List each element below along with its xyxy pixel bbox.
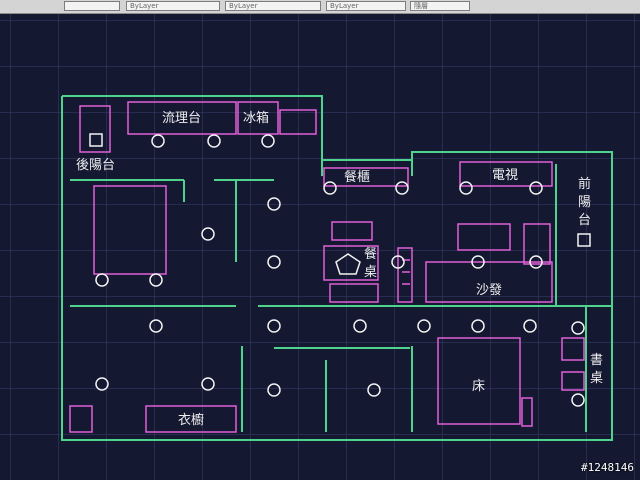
label-desk-1: 書 bbox=[590, 353, 603, 368]
cad-toolbar: ByLayer ByLayer ByLayer 隨層 bbox=[0, 0, 640, 14]
label-front-balcony-3: 台 bbox=[578, 213, 591, 228]
fridge-box bbox=[237, 101, 279, 135]
label-cabinet: 餐櫃 bbox=[344, 169, 370, 185]
cabinet-box bbox=[323, 167, 409, 187]
label-dining-table-1: 餐 bbox=[364, 246, 377, 262]
label-back-balcony: 後陽台 bbox=[76, 158, 115, 173]
bench-top bbox=[331, 221, 373, 241]
label-dining-table-2: 桌 bbox=[364, 265, 377, 280]
label-desk-2: 桌 bbox=[590, 371, 603, 386]
table-pentagon bbox=[335, 253, 361, 275]
side-cabinet bbox=[279, 109, 317, 135]
dining-table bbox=[323, 245, 379, 281]
plotstyle-dropdown[interactable]: 隨層 bbox=[410, 1, 470, 11]
desk-chair-bottom bbox=[561, 371, 585, 391]
laundry-box bbox=[79, 105, 111, 153]
grid-background bbox=[0, 14, 640, 480]
lower-left-cabinet bbox=[69, 405, 93, 433]
outlets bbox=[89, 133, 591, 247]
label-fridge: 冰箱 bbox=[243, 110, 269, 126]
toolbar-field-1[interactable] bbox=[64, 1, 120, 11]
tv-stand bbox=[459, 161, 553, 187]
light-fixtures bbox=[95, 134, 585, 407]
armchair bbox=[457, 223, 511, 251]
watermark: #1248146 bbox=[581, 461, 634, 474]
desk-chair-top bbox=[561, 337, 585, 361]
kitchen-counter bbox=[127, 101, 237, 135]
label-front-balcony-2: 陽 bbox=[578, 195, 591, 210]
bench-bottom bbox=[329, 283, 379, 303]
lineweight-dropdown[interactable]: ByLayer bbox=[326, 1, 406, 11]
label-tv: 電視 bbox=[492, 168, 518, 183]
bed-upper bbox=[93, 185, 167, 275]
furniture bbox=[69, 101, 585, 433]
walls bbox=[61, 95, 613, 441]
label-front-balcony-1: 前 bbox=[578, 176, 591, 192]
bed-lower bbox=[437, 337, 521, 425]
color-dropdown[interactable]: ByLayer bbox=[126, 1, 220, 11]
sofa-box bbox=[425, 261, 553, 303]
armchair-right bbox=[523, 223, 551, 265]
label-wardrobe: 衣櫥 bbox=[178, 412, 204, 428]
label-sofa: 沙發 bbox=[476, 283, 502, 298]
linetype-dropdown[interactable]: ByLayer bbox=[225, 1, 321, 11]
label-bed: 床 bbox=[472, 379, 485, 394]
nightstand bbox=[521, 397, 533, 427]
label-kitchen-counter: 流理台 bbox=[162, 111, 201, 126]
shelf bbox=[397, 247, 413, 303]
wardrobe-box bbox=[145, 405, 237, 433]
